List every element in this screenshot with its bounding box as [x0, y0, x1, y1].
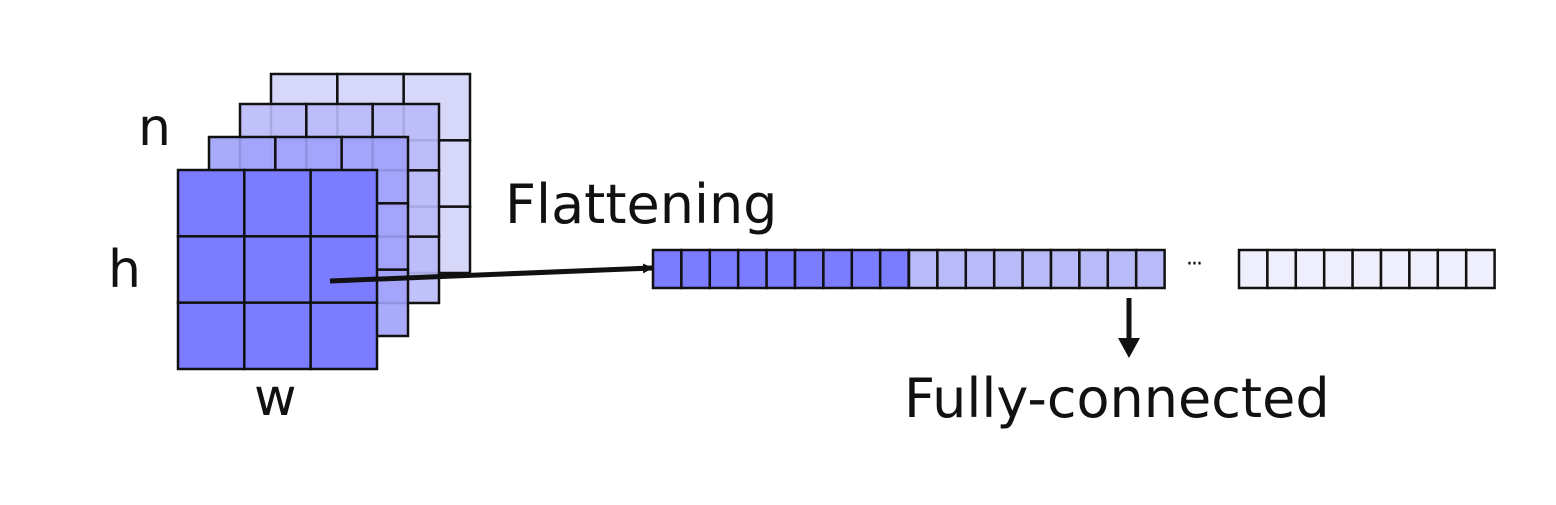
feature-map-cell — [176, 235, 246, 304]
vector-cell — [1408, 248, 1440, 290]
vector-cell — [1379, 248, 1411, 290]
feature-map-cell — [243, 235, 312, 304]
vector-segment-3 — [1237, 248, 1496, 290]
feature-map-cell — [176, 168, 246, 238]
vector-cell — [1134, 248, 1166, 290]
feature-map-cell — [243, 301, 312, 371]
feature-map-stack — [176, 72, 472, 371]
feature-map-cell — [309, 301, 379, 371]
flattened-vector — [651, 248, 1496, 290]
vector-cell — [878, 248, 910, 290]
vector-cell — [1237, 248, 1269, 290]
vector-cell — [1436, 248, 1468, 290]
vector-cell — [1294, 248, 1326, 290]
vector-cell — [850, 248, 882, 290]
vector-cell — [1322, 248, 1354, 290]
vector-cell — [964, 248, 996, 290]
vector-cell — [736, 248, 768, 290]
vector-cell — [708, 248, 740, 290]
vector-cell — [793, 248, 825, 290]
vector-cell — [822, 248, 854, 290]
flattening-label: Flattening — [505, 173, 778, 236]
depth-label: n — [138, 98, 171, 158]
height-label: h — [108, 240, 141, 300]
fully-connected-label: Fully-connected — [904, 367, 1330, 430]
vector-cell — [1049, 248, 1081, 290]
vector-cell — [992, 248, 1024, 290]
vector-cell — [651, 248, 683, 290]
vector-cell — [1351, 248, 1383, 290]
vector-segment-1 — [651, 248, 910, 290]
vector-cell — [1266, 248, 1298, 290]
vector-cell — [1078, 248, 1110, 290]
vector-cell — [1106, 248, 1138, 290]
vector-cell — [936, 248, 968, 290]
feature-map-1 — [176, 168, 379, 371]
width-label: w — [254, 368, 297, 428]
feature-map-cell — [309, 168, 379, 238]
vector-cell — [907, 248, 939, 290]
ellipsis-label: ··· — [1186, 252, 1203, 277]
feature-map-cell — [309, 235, 379, 304]
flatten-arrow — [329, 263, 653, 284]
fc-arrow — [1118, 298, 1140, 358]
vector-cell — [765, 248, 797, 290]
vector-segment-2 — [907, 248, 1166, 290]
vector-cell — [1464, 248, 1496, 290]
feature-map-cell — [243, 168, 312, 238]
vector-cell — [680, 248, 712, 290]
feature-map-cell — [176, 301, 246, 371]
vector-cell — [1021, 248, 1053, 290]
